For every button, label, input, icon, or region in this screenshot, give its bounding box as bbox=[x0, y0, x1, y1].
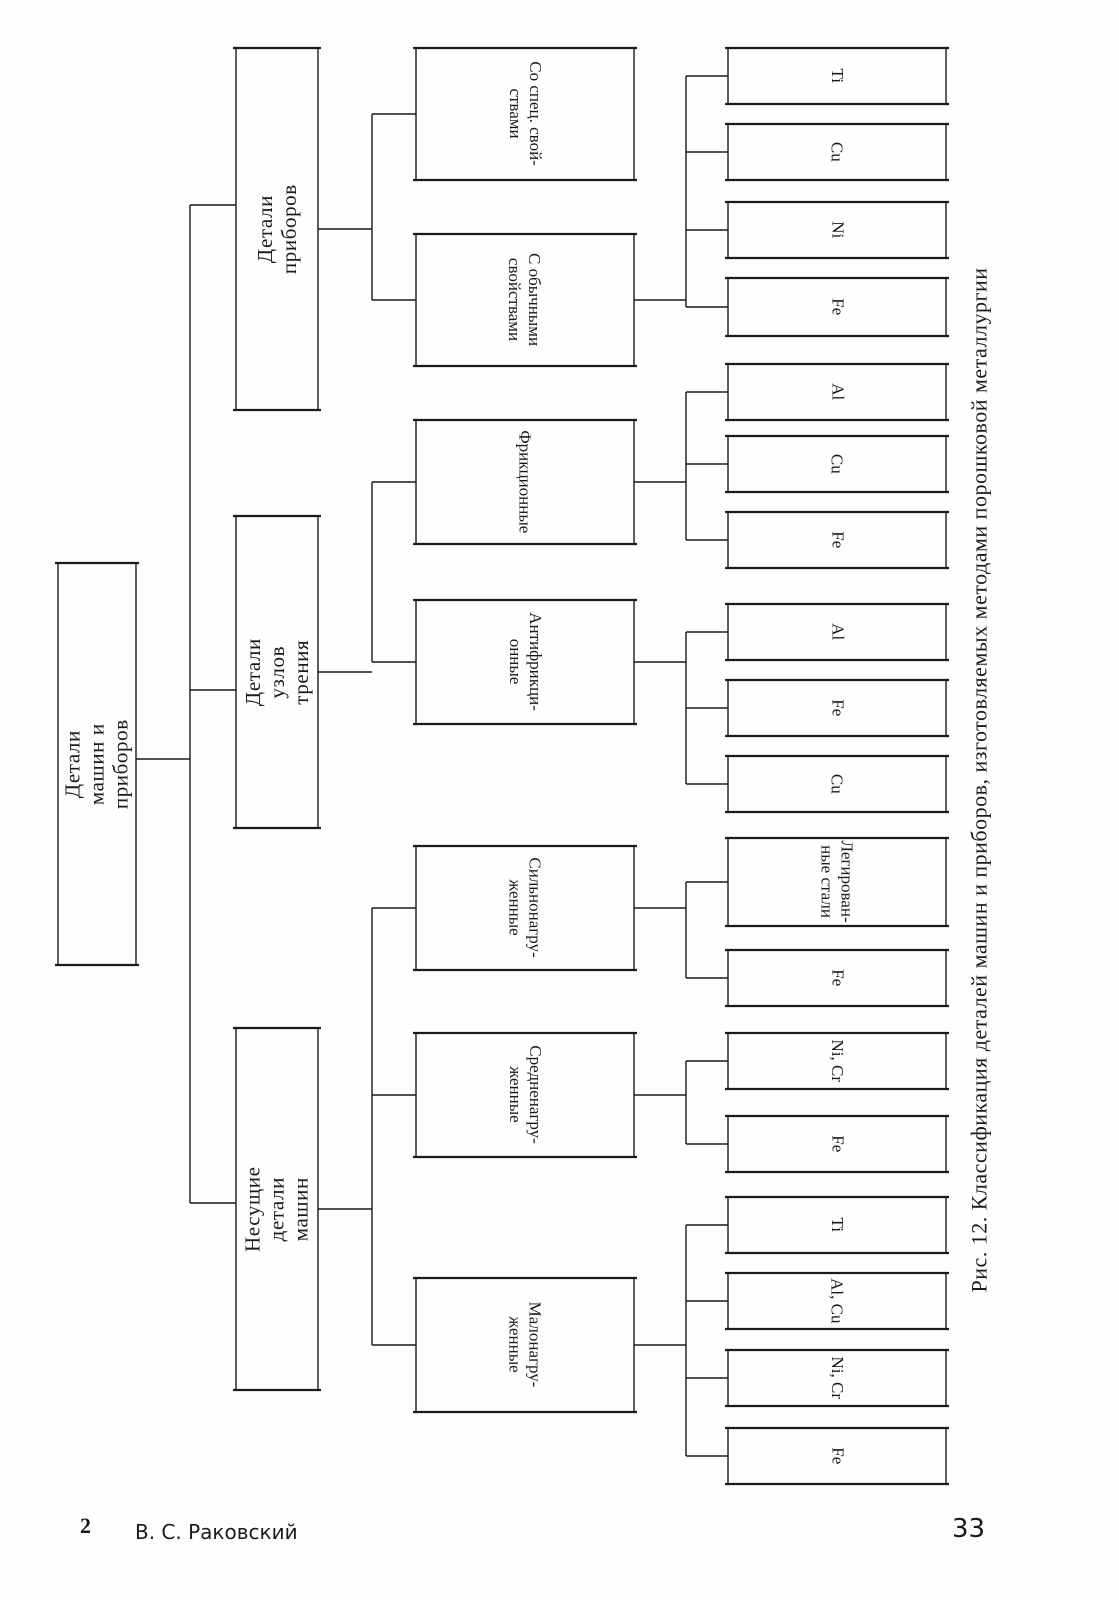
subcategory-box-0-1-text: С обычными свойствами bbox=[506, 253, 545, 347]
material-box-1-0-0 bbox=[725, 362, 949, 422]
material-box-2-2-2-label: Ni, Cr bbox=[728, 1350, 946, 1406]
root-box-label: Детали машин и приборов bbox=[58, 563, 136, 965]
category-box-2-text: Несущие детали машин bbox=[240, 1166, 314, 1252]
subcategory-box-0-1 bbox=[413, 232, 637, 368]
subcategory-box-2-0-label: Сильнонагру- женные bbox=[416, 846, 634, 970]
material-box-1-0-0-text: Al bbox=[827, 383, 847, 401]
subcategory-box-0-0-text: Со спец. свой- ствами bbox=[506, 61, 545, 167]
material-box-1-1-1 bbox=[725, 678, 949, 738]
page-number: 33 bbox=[952, 1514, 986, 1544]
material-box-0-1-1-label: Cu bbox=[728, 124, 946, 180]
material-box-0-1-2-label: Ni bbox=[728, 202, 946, 258]
material-box-0-1-1 bbox=[725, 122, 949, 182]
material-box-0-1-0-text: Ti bbox=[827, 68, 847, 84]
material-box-0-1-3 bbox=[725, 276, 949, 338]
material-box-2-2-0-text: Ti bbox=[827, 1217, 847, 1233]
category-box-1-label: Детали узлов трения bbox=[236, 516, 318, 828]
category-box-2-label: Несущие детали машин bbox=[236, 1028, 318, 1390]
subcategory-box-2-0-text: Сильнонагру- женные bbox=[505, 857, 545, 959]
category-box-1-text: Детали узлов трения bbox=[240, 637, 314, 707]
subcategory-box-1-0-label: Фрикционные bbox=[416, 420, 634, 544]
material-box-2-0-0 bbox=[725, 836, 949, 928]
category-box-0-label: Детали приборов bbox=[236, 48, 318, 410]
material-box-2-2-3 bbox=[725, 1426, 949, 1486]
subcategory-box-2-2-text: Малонагру- женные bbox=[505, 1302, 545, 1388]
material-box-2-2-3-label: Fe bbox=[728, 1428, 946, 1484]
subcategory-box-2-2-label: Малонагру- женные bbox=[416, 1278, 634, 1412]
subcategory-box-2-2 bbox=[413, 1276, 637, 1414]
material-box-2-2-1 bbox=[725, 1271, 949, 1331]
material-box-2-2-0 bbox=[725, 1195, 949, 1255]
material-box-1-0-1-label: Cu bbox=[728, 436, 946, 492]
material-box-1-1-2 bbox=[725, 754, 949, 814]
material-box-2-2-2 bbox=[725, 1348, 949, 1408]
category-box-0-text: Детали приборов bbox=[252, 184, 301, 274]
material-box-1-1-2-label: Cu bbox=[728, 756, 946, 812]
material-box-2-2-1-text: Al, Cu bbox=[827, 1278, 847, 1324]
material-box-2-2-0-label: Ti bbox=[728, 1197, 946, 1253]
subcategory-box-0-0 bbox=[413, 46, 637, 182]
root-box bbox=[55, 561, 139, 967]
material-box-2-2-2-text: Ni, Cr bbox=[827, 1356, 847, 1400]
subcategory-box-0-1-label: С обычными свойствами bbox=[416, 234, 634, 366]
material-box-2-2-1-label: Al, Cu bbox=[728, 1273, 946, 1329]
material-box-2-2-3-text: Fe bbox=[827, 1447, 847, 1465]
material-box-2-0-1-text: Fe bbox=[827, 969, 847, 987]
material-box-1-1-1-label: Fe bbox=[728, 680, 946, 736]
material-box-1-1-0-label: Al bbox=[728, 604, 946, 660]
subcategory-box-1-0-text: Фрикционные bbox=[515, 430, 535, 534]
material-box-1-1-1-text: Fe bbox=[827, 699, 847, 717]
material-box-1-1-0 bbox=[725, 602, 949, 662]
signature-number: 2 bbox=[80, 1513, 91, 1538]
figure-caption: Рис. 12. Классификация деталей машин и п… bbox=[960, 80, 1000, 1480]
figure-caption-text: Рис. 12. Классификация деталей машин и п… bbox=[967, 267, 993, 1293]
material-box-0-1-3-label: Fe bbox=[728, 278, 946, 336]
root-box-text: Детали машин и приборов bbox=[60, 719, 134, 809]
material-box-1-0-0-label: Al bbox=[728, 364, 946, 420]
material-box-0-1-2 bbox=[725, 200, 949, 260]
material-box-2-1-0 bbox=[725, 1031, 949, 1091]
material-box-2-1-1-text: Fe bbox=[827, 1135, 847, 1153]
material-box-0-1-1-text: Cu bbox=[827, 142, 847, 162]
material-box-1-0-1 bbox=[725, 434, 949, 494]
material-box-2-0-1-label: Fe bbox=[728, 950, 946, 1006]
material-box-0-1-0 bbox=[725, 46, 949, 106]
material-box-2-0-0-text: Легирован- ные стали bbox=[817, 840, 857, 924]
subcategory-box-2-1-text: Средненагру- женные bbox=[505, 1045, 545, 1145]
subcategory-box-0-0-label: Со спец. свой- ствами bbox=[416, 48, 634, 180]
material-box-2-1-0-label: Ni, Cr bbox=[728, 1033, 946, 1089]
subcategory-box-1-1-label: Антифрикци- онные bbox=[416, 600, 634, 724]
material-box-2-1-1 bbox=[725, 1114, 949, 1174]
material-box-1-0-2-text: Fe bbox=[827, 531, 847, 549]
material-box-1-1-2-text: Cu bbox=[827, 774, 847, 794]
material-box-1-0-2 bbox=[725, 510, 949, 570]
material-box-1-0-1-text: Cu bbox=[827, 454, 847, 474]
material-box-2-0-1 bbox=[725, 948, 949, 1008]
subcategory-box-2-1-label: Средненагру- женные bbox=[416, 1033, 634, 1157]
subcategory-box-1-1-text: Антифрикци- онные bbox=[505, 612, 545, 712]
material-box-2-1-0-text: Ni, Cr bbox=[827, 1039, 847, 1083]
material-box-0-1-0-label: Ti bbox=[728, 48, 946, 104]
material-box-0-1-3-text: Fe bbox=[827, 298, 847, 316]
subcategory-box-2-1 bbox=[413, 1031, 637, 1159]
author-name: В. С. Раковский bbox=[135, 1520, 298, 1544]
material-box-2-1-1-label: Fe bbox=[728, 1116, 946, 1172]
material-box-1-0-2-label: Fe bbox=[728, 512, 946, 568]
material-box-1-1-0-text: Al bbox=[827, 623, 847, 641]
material-box-0-1-2-text: Ni bbox=[827, 221, 847, 239]
material-box-2-0-0-label: Легирован- ные стали bbox=[728, 838, 946, 926]
